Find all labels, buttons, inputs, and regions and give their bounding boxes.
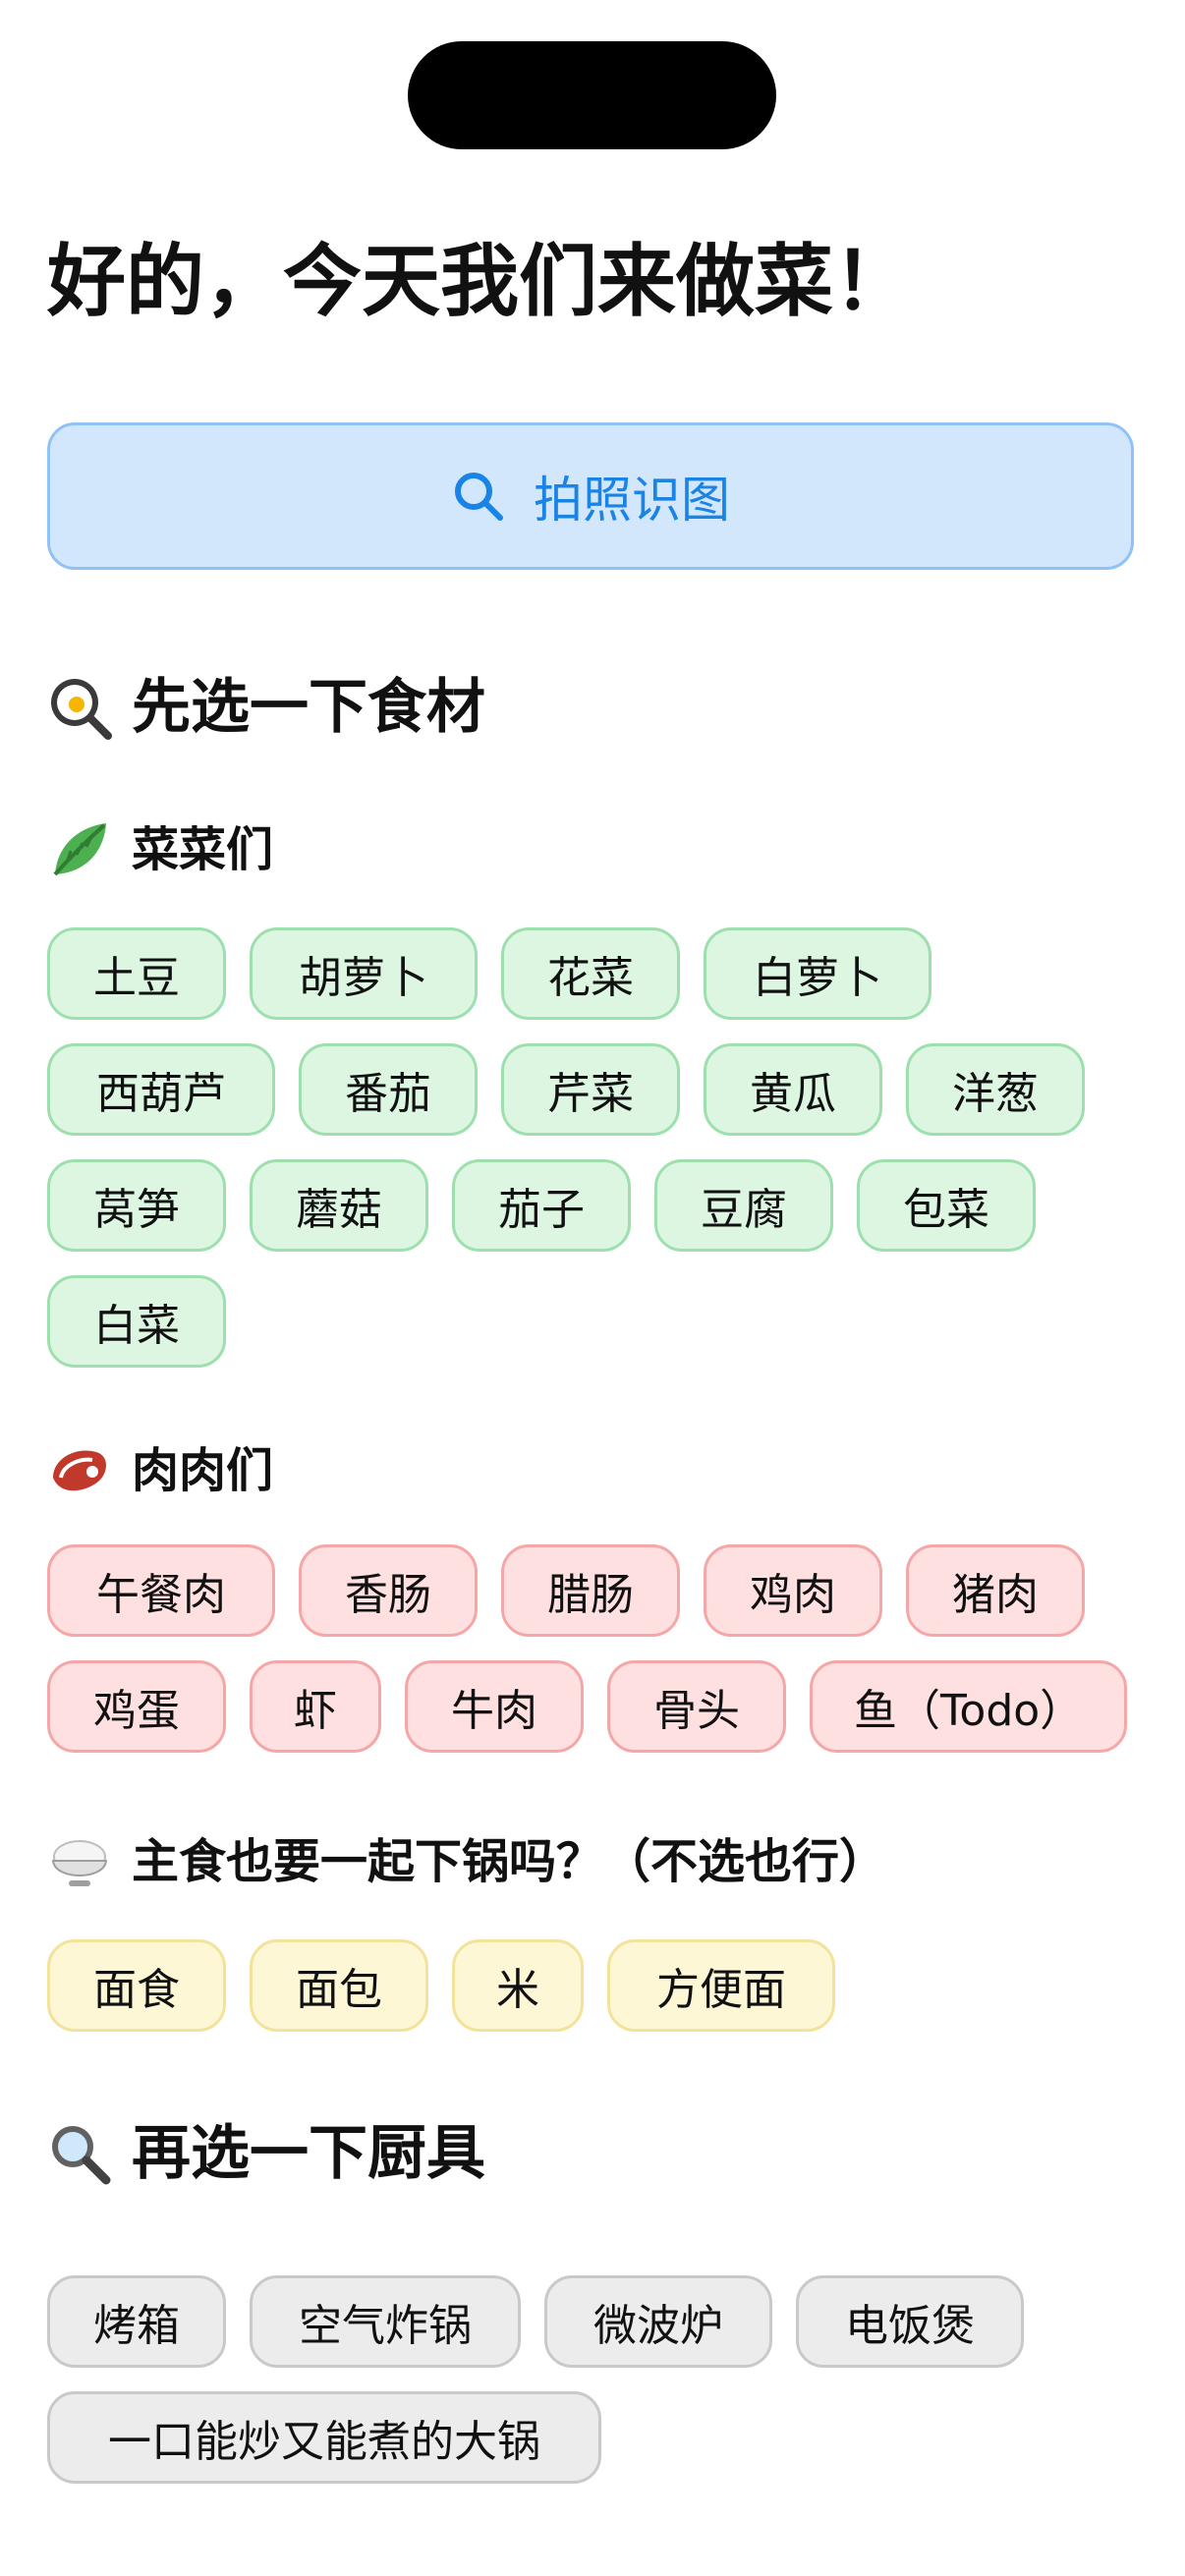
chip-big-wok[interactable]: 一口能炒又能煮的大锅 bbox=[47, 2391, 601, 2484]
tool-chip-list: 烤箱 空气炸锅 微波炉 电饭煲 一口能炒又能煮的大锅 bbox=[47, 2275, 1138, 2484]
chip-oven[interactable]: 烤箱 bbox=[47, 2275, 226, 2368]
chip-air-fryer[interactable]: 空气炸锅 bbox=[250, 2275, 521, 2368]
chip-noodles[interactable]: 面食 bbox=[47, 1939, 226, 2032]
photo-recognition-label: 拍照识图 bbox=[534, 472, 730, 529]
tools-section-label: 再选一下厨具 bbox=[132, 2119, 485, 2188]
chip-zucchini[interactable]: 西葫芦 bbox=[47, 1043, 275, 1136]
chip-beef[interactable]: 牛肉 bbox=[405, 1660, 584, 1753]
chip-cucumber[interactable]: 黄瓜 bbox=[704, 1043, 882, 1136]
chip-rice-cooker[interactable]: 电饭煲 bbox=[796, 2275, 1024, 2368]
staples-subtitle: 主食也要一起下锅吗？（不选也行） bbox=[47, 1827, 886, 1896]
chip-rice[interactable]: 米 bbox=[452, 1939, 584, 2032]
vegetables-label: 菜菜们 bbox=[132, 822, 274, 877]
vegetables-subtitle: 菜菜们 bbox=[47, 815, 273, 884]
chip-instant-noodles[interactable]: 方便面 bbox=[607, 1939, 835, 2032]
steak-emoji bbox=[47, 1438, 112, 1503]
chip-white-radish[interactable]: 白萝卜 bbox=[704, 927, 931, 1020]
chip-cabbage[interactable]: 包菜 bbox=[857, 1159, 1036, 1252]
chip-sausage[interactable]: 香肠 bbox=[299, 1544, 478, 1637]
chip-lettuce-stem[interactable]: 莴笋 bbox=[47, 1159, 226, 1252]
meat-chip-list: 午餐肉 香肠 腊肠 鸡肉 猪肉 鸡蛋 虾 牛肉 骨头 鱼（Todo） bbox=[47, 1544, 1138, 1753]
frying-pan-emoji bbox=[47, 675, 112, 740]
chip-bone[interactable]: 骨头 bbox=[607, 1660, 786, 1753]
ingredients-section-title: 先选一下食材 bbox=[47, 668, 485, 747]
chip-microwave[interactable]: 微波炉 bbox=[544, 2275, 772, 2368]
chip-napa-cabbage[interactable]: 白菜 bbox=[47, 1275, 226, 1368]
meats-subtitle: 肉肉们 bbox=[47, 1436, 273, 1505]
staple-chip-list: 面食 面包 米 方便面 bbox=[47, 1939, 1138, 2032]
chip-cauliflower[interactable]: 花菜 bbox=[501, 927, 680, 1020]
chip-cured-sausage[interactable]: 腊肠 bbox=[501, 1544, 680, 1637]
dynamic-island bbox=[408, 41, 776, 149]
chip-carrot[interactable]: 胡萝卜 bbox=[250, 927, 478, 1020]
chip-chicken[interactable]: 鸡肉 bbox=[704, 1544, 882, 1637]
chip-tomato[interactable]: 番茄 bbox=[299, 1043, 478, 1136]
tools-section-title: 再选一下厨具 bbox=[47, 2114, 485, 2193]
rice-bowl-emoji bbox=[47, 1829, 112, 1894]
meats-label: 肉肉们 bbox=[132, 1443, 274, 1498]
chip-fish-todo[interactable]: 鱼（Todo） bbox=[810, 1660, 1128, 1753]
chip-eggplant[interactable]: 茄子 bbox=[452, 1159, 631, 1252]
chip-egg[interactable]: 鸡蛋 bbox=[47, 1660, 226, 1753]
chip-onion[interactable]: 洋葱 bbox=[906, 1043, 1085, 1136]
staples-label: 主食也要一起下锅吗？（不选也行） bbox=[132, 1834, 887, 1889]
chip-mushroom[interactable]: 蘑菇 bbox=[250, 1159, 428, 1252]
chip-pork[interactable]: 猪肉 bbox=[906, 1544, 1085, 1637]
chip-tofu[interactable]: 豆腐 bbox=[654, 1159, 833, 1252]
photo-recognition-button[interactable]: 拍照识图 bbox=[47, 422, 1134, 570]
leafy-green-emoji bbox=[47, 817, 112, 882]
search-icon bbox=[455, 473, 503, 521]
chip-bread[interactable]: 面包 bbox=[250, 1939, 428, 2032]
chip-shrimp[interactable]: 虾 bbox=[250, 1660, 381, 1753]
chip-luncheon-meat[interactable]: 午餐肉 bbox=[47, 1544, 275, 1637]
chip-potato[interactable]: 土豆 bbox=[47, 927, 226, 1020]
ingredients-section-label: 先选一下食材 bbox=[132, 673, 485, 742]
magnifier-emoji bbox=[47, 2121, 112, 2186]
vegetable-chip-list: 土豆 胡萝卜 花菜 白萝卜 西葫芦 番茄 芹菜 黄瓜 洋葱 莴笋 蘑菇 茄子 豆… bbox=[47, 927, 1138, 1368]
page-title: 好的，今天我们来做菜！ bbox=[47, 236, 912, 327]
chip-celery[interactable]: 芹菜 bbox=[501, 1043, 680, 1136]
